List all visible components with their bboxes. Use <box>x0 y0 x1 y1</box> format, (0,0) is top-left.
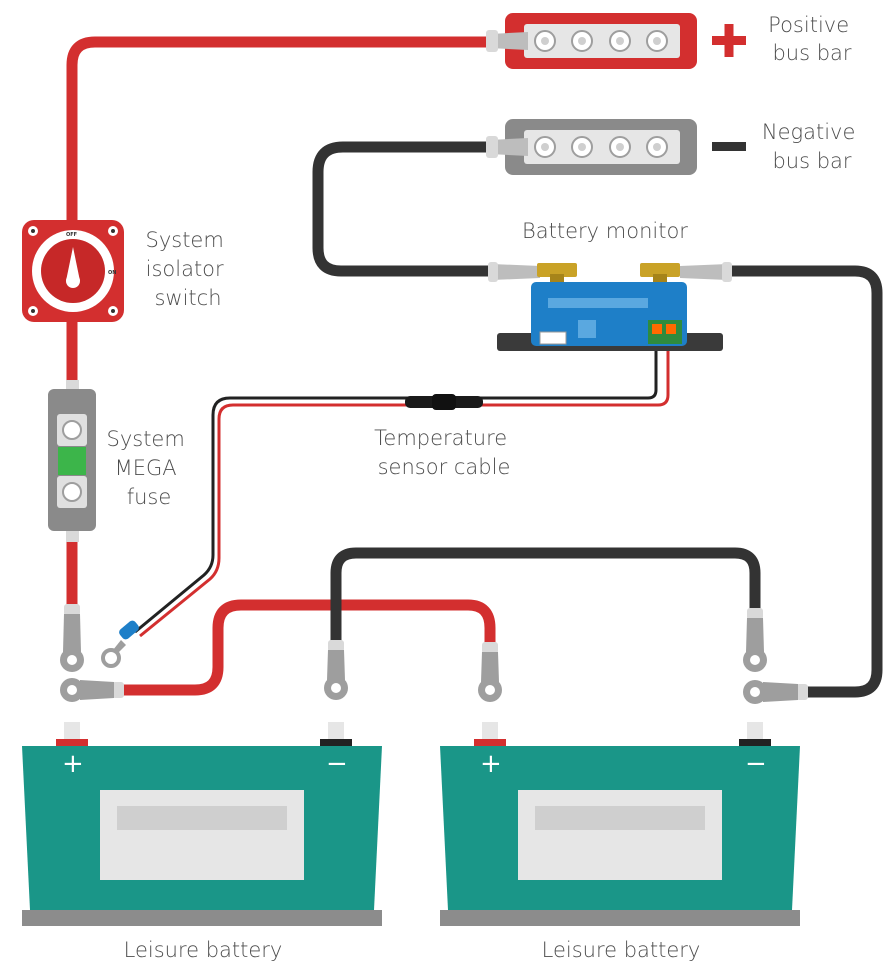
right-positive-lug <box>478 642 502 702</box>
negative-bus-bar <box>486 119 697 175</box>
right-negative-horizontal-lug <box>743 680 808 704</box>
negative-minus-icon <box>712 142 746 151</box>
isolator-switch-label: System isolator switch <box>146 228 231 310</box>
temperature-cable-connector-body <box>432 394 456 410</box>
switch-on-label: ON <box>108 270 116 276</box>
negative-busbar-cable <box>312 141 506 277</box>
battery-left-label: Leisure battery <box>124 938 283 962</box>
battery-left <box>22 722 382 926</box>
switch-off-label: OFF <box>66 232 77 238</box>
temperature-cable-red <box>139 342 670 638</box>
battery-monitor-label: Battery monitor <box>522 219 688 243</box>
isolator-switch <box>22 220 124 322</box>
battery-right <box>440 722 800 926</box>
positive-bus-bar-label: Positive bus bar <box>768 13 856 65</box>
negative-monitor-cable <box>714 265 883 698</box>
positive-bus-bar <box>486 13 697 69</box>
mega-fuse-label: System MEGA fuse <box>107 427 192 509</box>
battery-right-plus-icon: + <box>480 749 502 779</box>
battery-left-minus-icon: − <box>326 749 348 779</box>
temperature-sensor-lug <box>101 620 139 668</box>
positive-main-cable <box>66 36 506 626</box>
battery-right-minus-icon: − <box>745 749 767 779</box>
battery-monitor <box>488 262 732 351</box>
positive-plus-icon <box>712 24 746 57</box>
left-positive-vertical-lug <box>60 604 84 672</box>
battery-left-plus-icon: + <box>62 749 84 779</box>
negative-bus-bar-label: Negative bus bar <box>762 120 862 173</box>
left-positive-horizontal-lug <box>60 678 124 702</box>
mega-fuse <box>48 380 96 542</box>
battery-right-label: Leisure battery <box>542 938 701 962</box>
negative-link-cable <box>330 547 761 656</box>
right-negative-vertical-lug <box>743 608 767 672</box>
temperature-cable-black <box>134 342 658 634</box>
positive-link-cable <box>109 599 496 696</box>
left-negative-lug <box>324 640 348 700</box>
temperature-sensor-label: Temperature sensor cable <box>374 426 514 479</box>
